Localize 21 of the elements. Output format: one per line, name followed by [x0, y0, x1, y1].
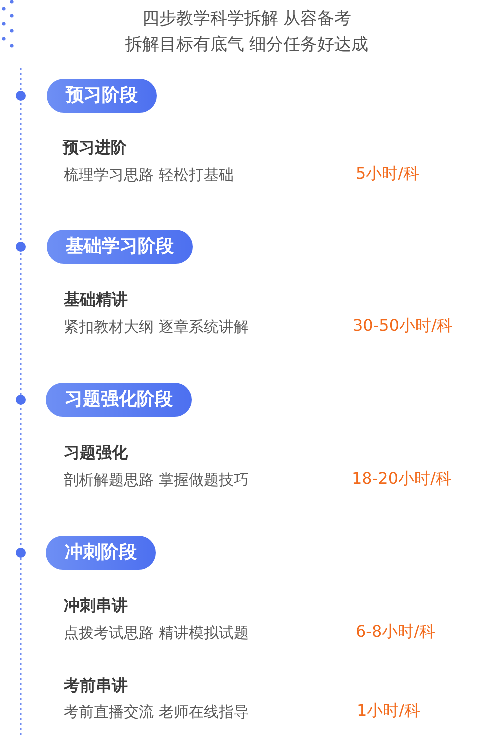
duration-text: 30-50小时/科 [353, 316, 453, 336]
title: 四步教学科学拆解 从容备考 [142, 9, 352, 30]
subtitle: 拆解目标有底气 细分任务好达成 [125, 35, 369, 56]
duration-text: 5小时/科 [356, 164, 420, 184]
duration-text: 6-8小时/科 [356, 622, 436, 642]
item-heading: 预习进阶 [63, 138, 127, 158]
item-heading: 冲刺串讲 [64, 596, 128, 616]
item-description: 点拨考试思路 精讲模拟试题 [64, 624, 249, 642]
item-description: 剖析解题思路 掌握做题技巧 [64, 471, 249, 489]
stage-tag: 习题强化阶段 [46, 383, 192, 417]
item-description: 考前直播交流 老师在线指导 [64, 703, 249, 721]
duration-text: 1小时/科 [357, 701, 421, 720]
stage-tag: 冲刺阶段 [46, 536, 156, 570]
item-heading: 基础精讲 [64, 290, 128, 310]
item-heading: 习题强化 [64, 443, 128, 462]
item-description: 紧扣教材大纲 逐章系统讲解 [64, 318, 249, 336]
duration-text: 18-20小时/科 [352, 469, 452, 488]
item-heading: 考前串讲 [64, 676, 128, 696]
stage-tag: 预习阶段 [47, 79, 157, 113]
item-description: 梳理学习思路 轻松打基础 [64, 166, 234, 184]
stage-tag: 基础学习阶段 [47, 230, 193, 264]
